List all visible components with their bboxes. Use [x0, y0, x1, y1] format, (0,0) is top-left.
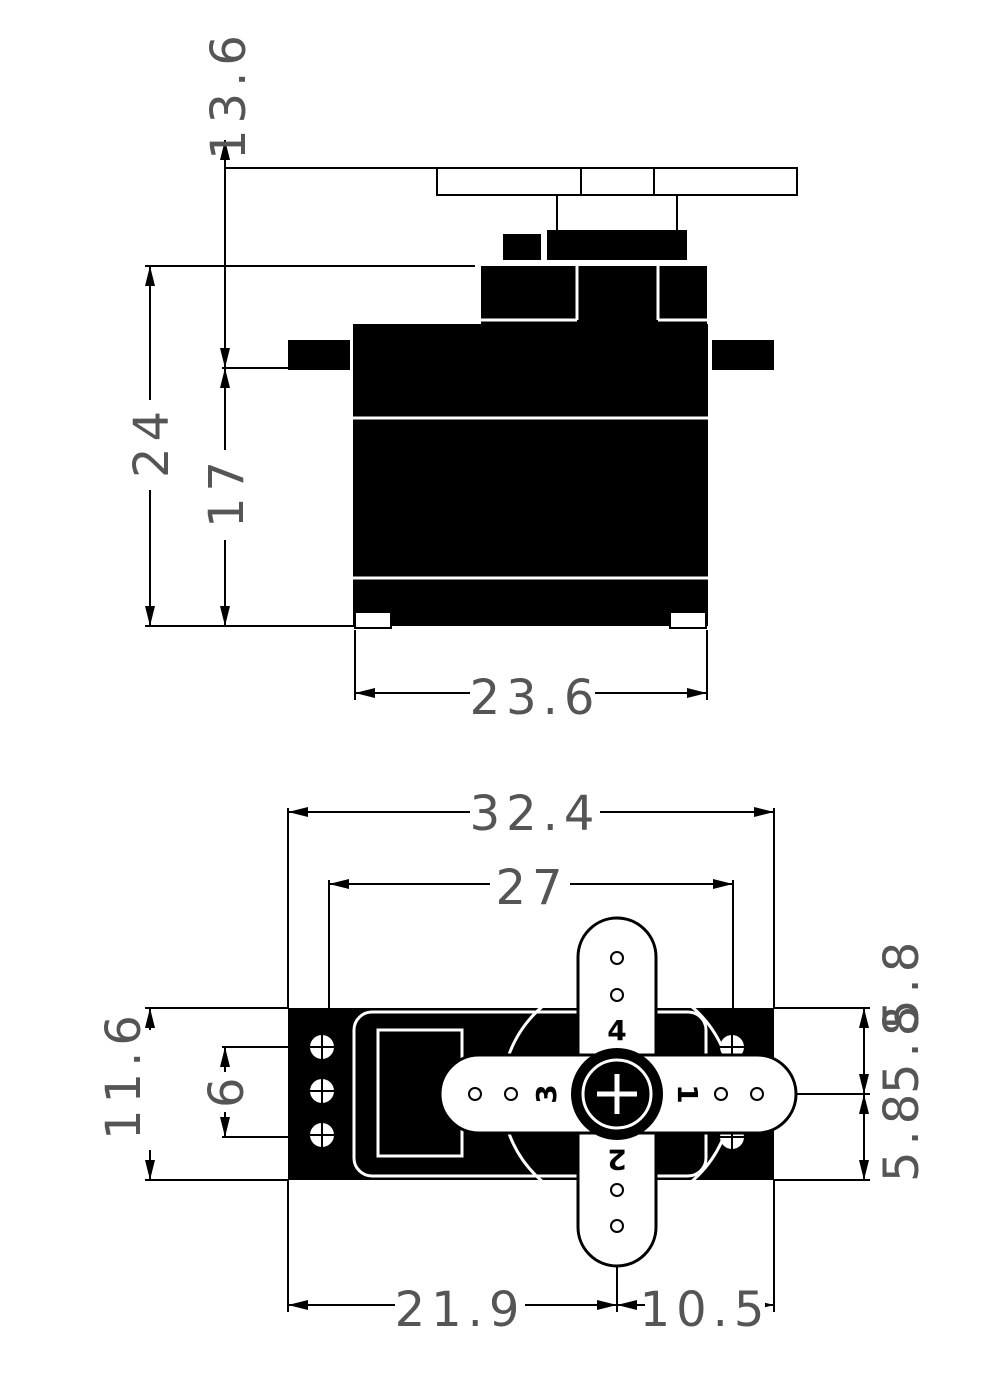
gear-cap [547, 230, 687, 260]
horn-arm [436, 167, 798, 196]
dim-total-width: 32.4 [470, 786, 601, 842]
dim-body-width: 23.6 [470, 670, 601, 726]
horn-hub [556, 194, 678, 234]
dim-body-depth: 11.6 [96, 1009, 152, 1140]
dim-total-height: 24 [124, 405, 180, 478]
dim-horn-height: 13.6 [201, 29, 257, 160]
horn-label-left: 3 [530, 1084, 563, 1103]
mount-holes-left [310, 1035, 334, 1147]
gearbox-upper [481, 266, 707, 326]
dim-offset-b: 5.8 [874, 1000, 930, 1094]
gear-cap-small [503, 234, 541, 260]
top-view: 4 1 2 3 32.4 27 11.6 6 [96, 786, 930, 1338]
dim-hole-spacing: 27 [495, 860, 568, 916]
horn-label-bottom: 2 [607, 1143, 626, 1176]
mount-tab-right [712, 340, 774, 370]
dim-offset-c: 5.8 [874, 1088, 930, 1182]
cross-horn: 4 1 2 3 [438, 916, 798, 1268]
horn-label-top: 4 [607, 1014, 626, 1047]
horn-label-right: 1 [671, 1084, 704, 1103]
dim-shaft-left: 21.9 [395, 1282, 526, 1338]
dim-offset-a: 5.8 [874, 936, 930, 1030]
dim-shaft-right: 10.5 [640, 1282, 771, 1338]
side-view: 13.6 24 17 23.6 [124, 29, 798, 726]
mount-tab-left [288, 340, 350, 370]
dim-screw-spacing: 6 [199, 1071, 255, 1108]
dim-body-height: 17 [199, 455, 255, 528]
servo-case [353, 324, 708, 626]
